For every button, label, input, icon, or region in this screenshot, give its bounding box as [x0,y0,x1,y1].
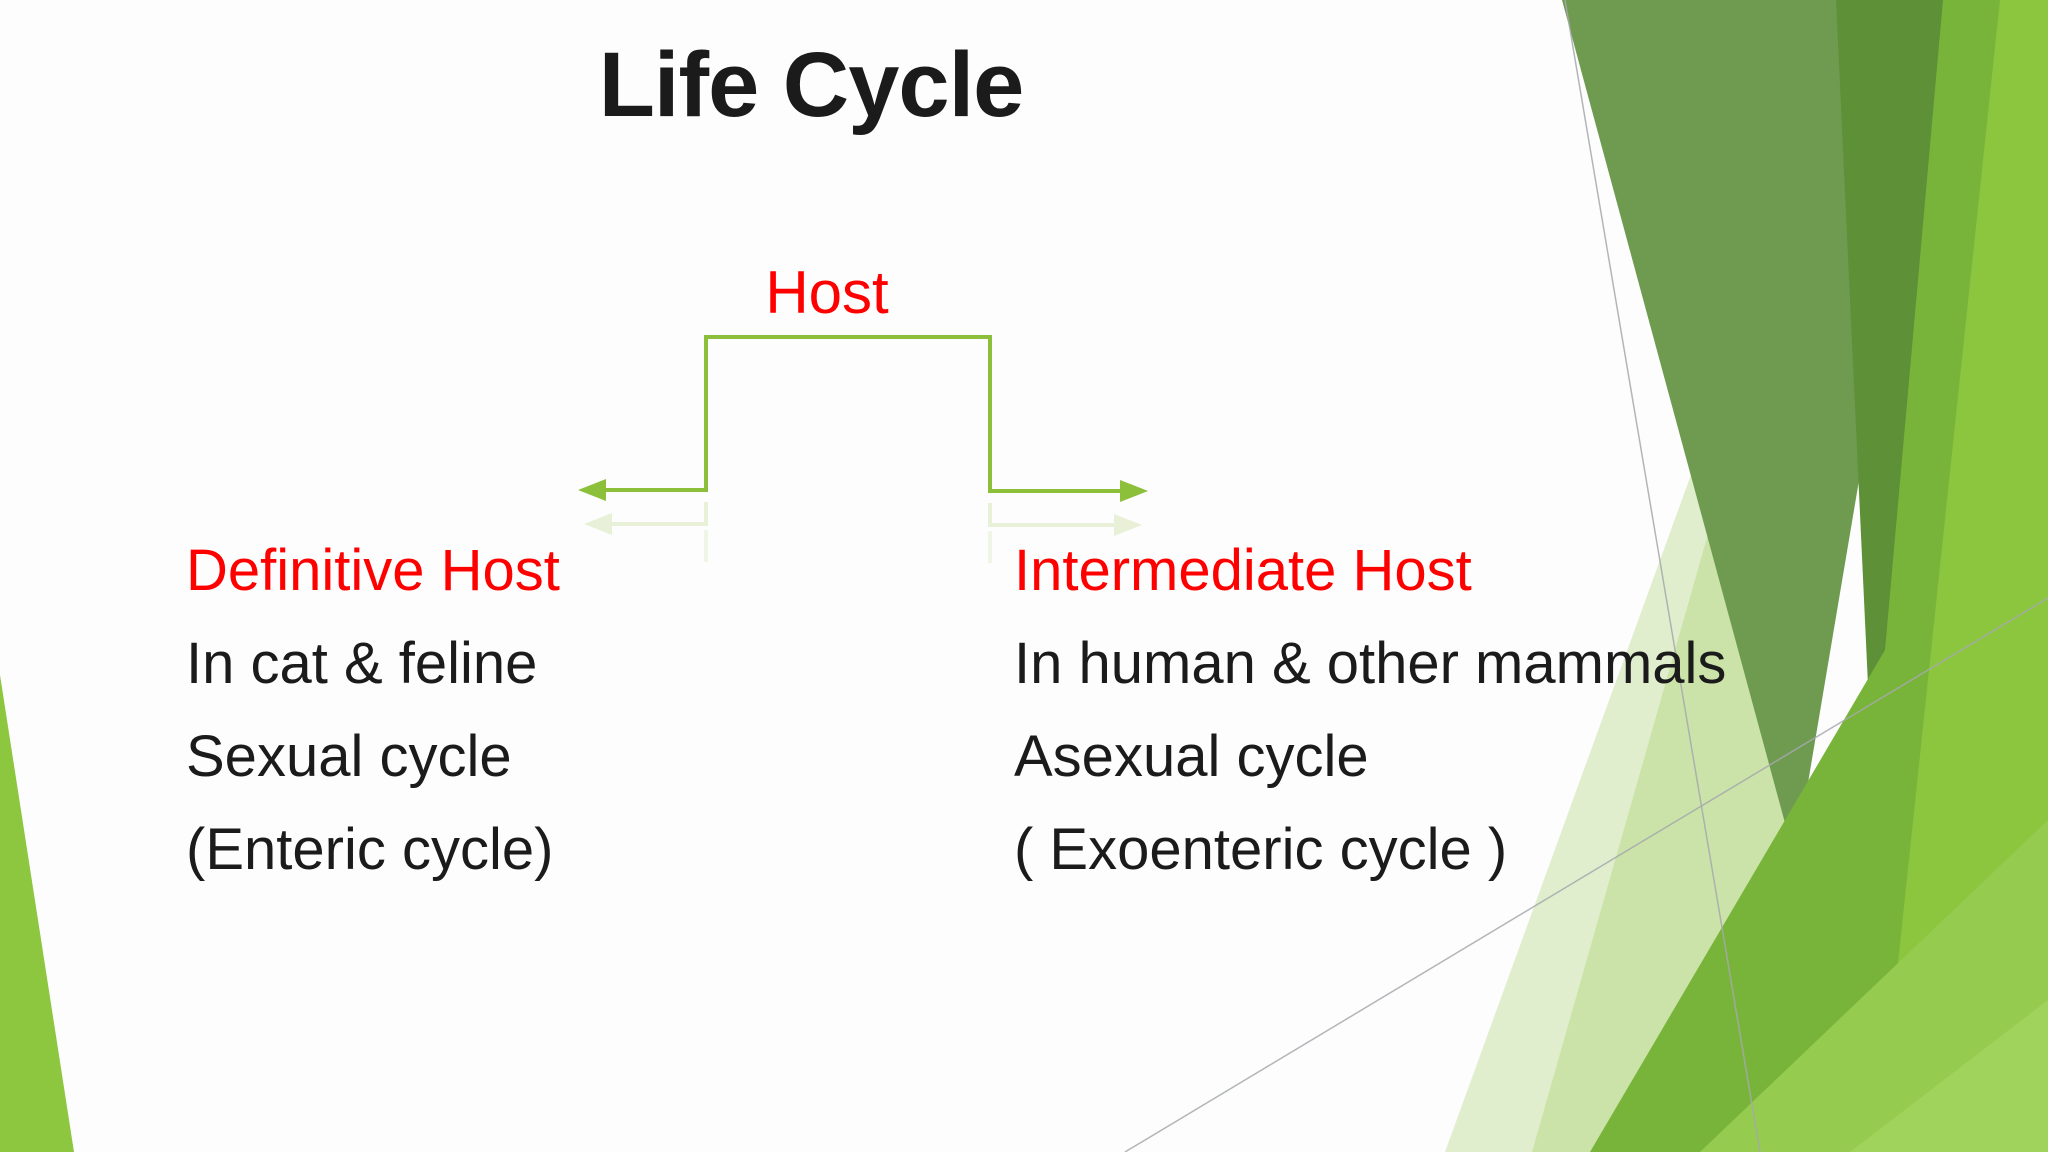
dark-overlap-triangle [1836,0,1946,835]
definitive-host-line-2: Sexual cycle [186,724,512,789]
host-branch-connector [578,335,1148,563]
hairline-steep [1564,0,1761,1152]
right-reflection-line [988,503,1118,527]
right-arrowhead [1120,480,1148,502]
intermediate-host-heading: Intermediate Host [1014,538,1472,603]
definitive-host-column: Definitive Host In cat & feline Sexual c… [186,524,560,896]
left-arrowhead [578,479,606,501]
left-reflection-line [608,502,708,526]
intermediate-host-line-2: Asexual cycle [1014,724,1369,789]
bottom-left-wedge [0,675,74,1152]
definitive-host-line-3: (Enteric cycle) [186,817,554,882]
right-reflection-arrowhead [1114,514,1142,536]
intermediate-host-line-1: In human & other mammals [1014,631,1727,696]
right-facet-shapes [1124,0,2048,1152]
left-reflection-arrowhead [584,513,612,535]
host-label: Host [765,259,889,326]
bracket-line [602,335,1124,493]
definitive-host-line-1: In cat & feline [186,631,538,696]
bottom-right-highlight-2 [1850,1000,2048,1152]
slide-title: Life Cycle [598,34,1025,136]
definitive-host-heading: Definitive Host [186,538,560,603]
arrow-reflection [584,502,1142,563]
hairline-shallow [1124,597,2048,1152]
sage-triangle [1562,0,1940,860]
intermediate-host-column: Intermediate Host In human & other mamma… [1014,524,1726,896]
intermediate-host-line-3: ( Exoenteric cycle ) [1014,817,1508,882]
